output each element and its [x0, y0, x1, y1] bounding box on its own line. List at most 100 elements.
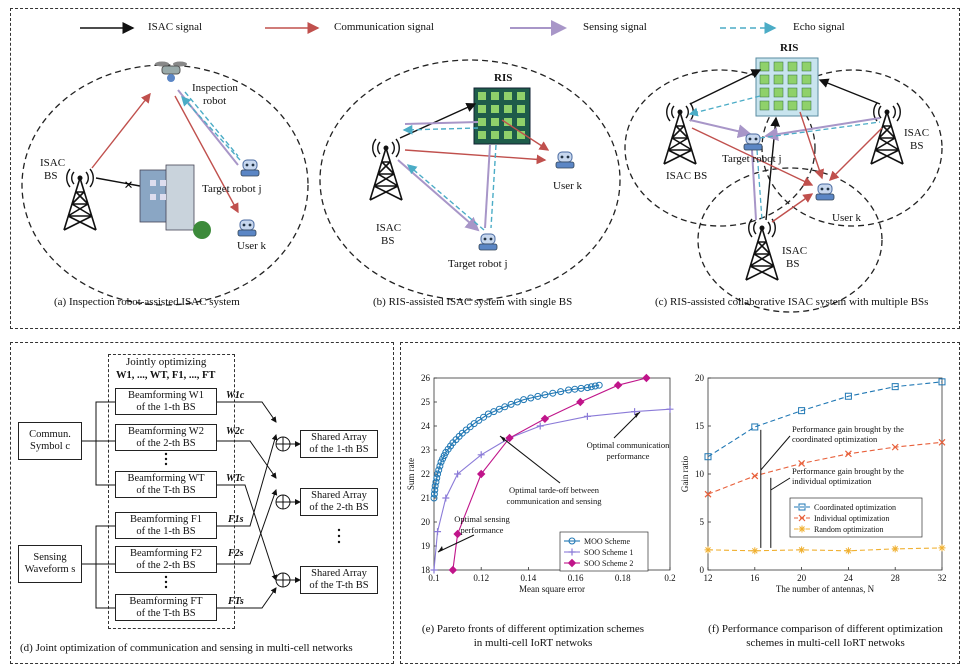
jointly-box: [108, 354, 235, 629]
data-point-s2-1: [434, 528, 442, 536]
data-point-s1-2: [798, 407, 806, 415]
data-point-s2-3: [454, 470, 462, 478]
legend-marker-3: [567, 558, 577, 568]
data-point-s1-32: [534, 392, 542, 400]
y-tick-label-3: 21: [421, 493, 430, 503]
bs-tower-b: [369, 138, 403, 201]
data-point-s3-1: [453, 529, 462, 539]
data-point-s2-8: [631, 408, 639, 416]
series-line-3: [452, 377, 647, 571]
data-point-s1-40: [587, 383, 595, 391]
annotation-f-2-1: Performance gain brought by the: [792, 466, 904, 476]
bs-tower-c-left: [663, 102, 697, 165]
data-point-s1-35: [557, 388, 565, 396]
data-point-s3-4: [891, 545, 899, 553]
bf-label-ft-1: Beamforming FT: [129, 595, 203, 607]
annotation-e-1-2: performance: [607, 451, 650, 461]
panel-a-user-label: User k: [237, 240, 267, 252]
annotation-e-3-2: performance: [461, 525, 504, 535]
y-tick-label-1: 5: [700, 517, 705, 527]
jointly-label: Jointly optimizing: [126, 356, 207, 368]
shared-label-2a: Shared Array: [311, 490, 367, 501]
legend-marker-1: [798, 503, 806, 511]
data-point-s3-0: [448, 565, 458, 575]
building-icon: [139, 164, 211, 239]
annotation-arrow-e-2: [499, 435, 561, 484]
annotation-arrowhead-e-3: [438, 546, 443, 552]
annotation-f-1-2: coordinated optimization: [792, 434, 878, 444]
shared-label-2b: of the 2-th BS: [309, 502, 369, 513]
bf-label-f2-2: of the 2-th BS: [136, 559, 196, 571]
data-point-s2-1: [751, 472, 759, 480]
panel-b-bs-label-2: BS: [381, 235, 395, 247]
bf-label-f1-1: Beamforming F1: [129, 513, 203, 525]
panel-ef-frame: [400, 342, 960, 664]
data-point-s1-34: [549, 389, 557, 397]
legend-marker-2: [798, 514, 806, 522]
data-point-s1-42: [595, 381, 603, 389]
legend-isac-label: ISAC signal: [148, 21, 203, 33]
ris-icon-b: [473, 87, 531, 145]
data-point-s3-6: [613, 380, 623, 390]
data-point-s1-33: [541, 391, 549, 399]
bf-label-wt-2: of the T-th BS: [136, 484, 196, 496]
annotation-arrow-e-3: [437, 534, 475, 553]
data-point-s2-0: [430, 566, 438, 574]
annotation-e-3-1: Optimal sensing: [454, 514, 510, 524]
x-axis-label: Mean square error: [519, 584, 585, 594]
bs-tower-c-bottom: [745, 218, 779, 281]
legend-sensing-label: Sensing signal: [583, 21, 647, 33]
data-point-s2-6: [536, 422, 544, 430]
data-point-s1-8: [436, 462, 444, 470]
data-point-s1-7: [435, 466, 443, 474]
data-point-s2-7: [583, 412, 591, 420]
adder-icons: [275, 436, 291, 588]
ellipse-b: [319, 59, 621, 301]
series-line-3: [707, 547, 943, 552]
inspection-robot-icon: [155, 61, 187, 82]
data-point-s1-27: [501, 403, 509, 411]
legend-comm-label: Communication signal: [334, 21, 434, 33]
panel-a-inspection-label-2: robot: [203, 95, 227, 107]
comm-symbol-box: Commun. Symbol c: [18, 422, 82, 460]
panel-a-inspection-label-1: Inspection: [192, 82, 238, 94]
sensing-waveform-box: Sensing Waveform s: [18, 545, 82, 583]
user-robot-icon-c: [815, 183, 835, 201]
panel-d-connectors: [82, 401, 341, 609]
panel-a-target-label: Target robot j: [202, 183, 262, 195]
row-out-w1c: W1c: [226, 390, 245, 401]
y-tick-label-4: 22: [421, 469, 430, 479]
panel-a-bs-label-2: BS: [44, 170, 58, 182]
x-tick-label-4: 0.18: [615, 573, 631, 583]
data-point-s1-23: [480, 413, 488, 421]
data-point-s2-5: [938, 438, 946, 446]
target-robot-icon-b: [478, 233, 498, 251]
bf-label-w2-1: Beamforming W2: [128, 425, 204, 437]
data-point-s3-2: [798, 546, 806, 554]
data-point-s1-29: [513, 398, 521, 406]
y-tick-label-3: 15: [695, 421, 705, 431]
data-point-s3-5: [576, 397, 585, 407]
panel-c-target-label: Target robot j: [722, 153, 782, 165]
vertical-ellipsis-icons: [164, 452, 341, 589]
data-point-s1-22: [475, 416, 483, 424]
legend-echo-label: Echo signal: [793, 21, 845, 33]
y-tick-label-1: 19: [421, 541, 431, 551]
annotation-e-2-2: communication and sensing: [507, 496, 603, 506]
y-tick-label-4: 20: [695, 373, 705, 383]
row-out-f2s: F2s: [228, 548, 244, 559]
data-point-s1-9: [437, 458, 445, 466]
panel-c-bs-right-label-1: ISAC: [904, 127, 930, 139]
top-panel: [10, 8, 960, 329]
target-robot-icon-a: [240, 159, 260, 177]
data-point-s3-5: [938, 544, 946, 552]
data-point-s1-6: [434, 470, 442, 478]
y-tick-label-0: 0: [700, 565, 705, 575]
annotation-e-2-1: Optimal tarde-off between: [509, 485, 600, 495]
bf-label-f1-2: of the 1-th BS: [136, 525, 196, 537]
legend-marker-2: [568, 548, 576, 556]
